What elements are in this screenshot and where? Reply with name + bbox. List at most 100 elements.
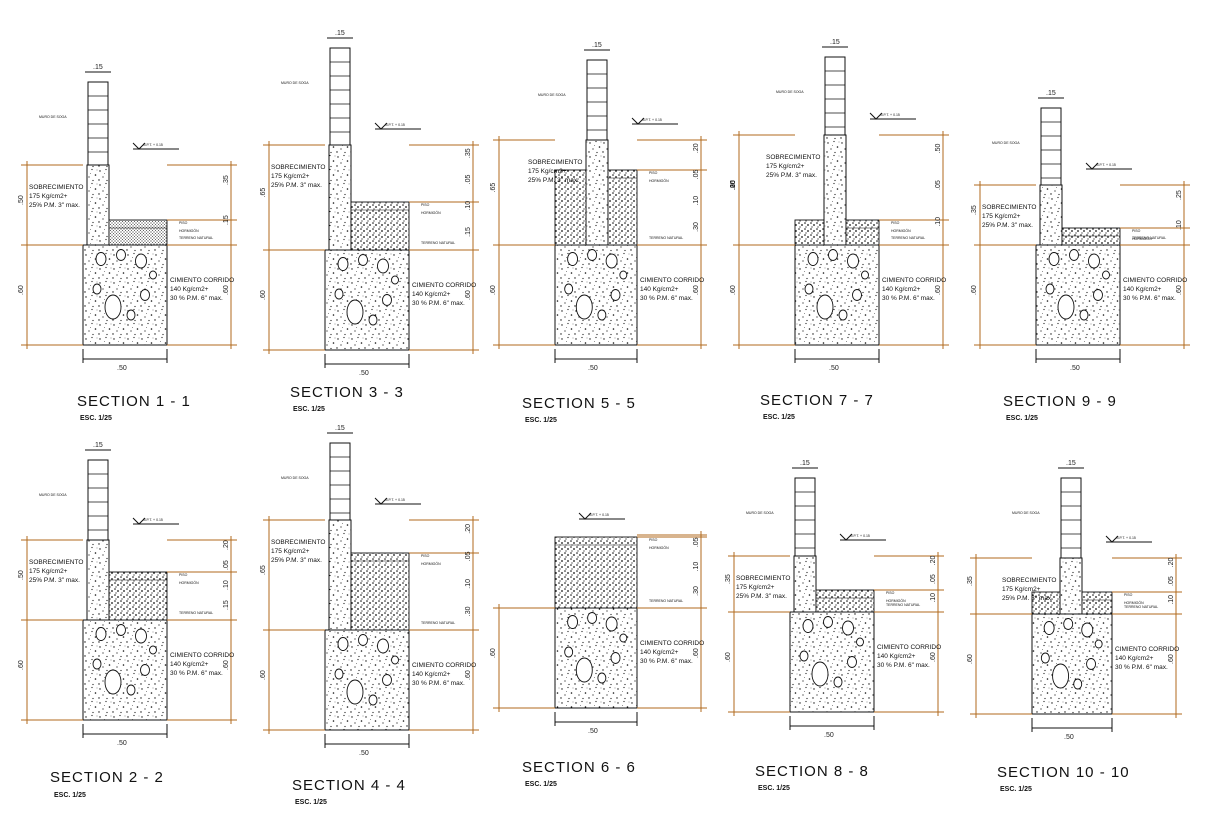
section-title: SECTION 2 - 2	[50, 769, 164, 786]
concrete-sub-note: HORMIGÓN	[421, 561, 441, 566]
wall-width-label: .15	[1046, 90, 1056, 97]
sobrecimiento-note: SOBRECIMIENTO	[736, 575, 790, 582]
left-dim-label-1: .65	[260, 565, 267, 575]
cimiento-corrido-footing	[324, 249, 410, 351]
cimiento-mix-2: 30 % P.M. 6" max.	[640, 658, 693, 665]
section-scale: ESC. 1/25	[1000, 786, 1032, 793]
right-dim-label-1: .05	[693, 537, 700, 547]
boulder-2	[587, 612, 598, 624]
cimiento-mix-2: 30 % P.M. 6" max.	[170, 670, 223, 677]
concrete-sub-note: HORMIGÓN	[649, 178, 669, 183]
right-dim-label-2: .05	[223, 560, 230, 570]
level-marker-icon	[1105, 535, 1119, 543]
cimiento-mix-1: 140 Kg/cm2+	[412, 291, 451, 298]
boulder-8	[1094, 639, 1103, 649]
section-title: SECTION 7 - 7	[760, 392, 874, 409]
section-title: SECTION 8 - 8	[755, 763, 869, 780]
right-dim-label-3: .10	[693, 196, 700, 206]
boulder-7	[126, 309, 136, 321]
brick-wall-note: MURO DE SOGA	[1012, 511, 1040, 515]
level-note: N.P.T. + 0.15	[385, 123, 405, 127]
floor-fill-layer	[108, 571, 168, 621]
brick-wall	[794, 477, 816, 557]
boulder-1	[337, 637, 349, 651]
cimiento-mix-1: 140 Kg/cm2+	[882, 286, 921, 293]
floor-finish-note: PISO	[179, 573, 188, 577]
boulder-2	[823, 616, 833, 628]
boulder-8	[149, 270, 157, 280]
level-note: N.P.T. + 0.15	[1116, 536, 1136, 540]
section-scale: ESC. 1/25	[293, 406, 325, 413]
base-width-label: .50	[117, 365, 127, 372]
level-note: N.P.T. + 0.15	[143, 143, 163, 147]
boulder-1	[1043, 621, 1055, 635]
boulder-4	[92, 658, 102, 670]
boulder-8	[619, 633, 628, 643]
boulder-6	[1057, 294, 1075, 320]
natural-fill-note: TERRENO NATURAL	[421, 621, 455, 625]
right-dim-label-1: .25	[1176, 190, 1183, 200]
sobrecimiento-note: SOBRECIMIENTO	[271, 164, 325, 171]
floor-fill-layer	[607, 169, 638, 246]
level-marker-icon	[631, 117, 645, 125]
boulder-4	[564, 283, 574, 295]
natural-fill-note: TERRENO NATURAL	[1124, 605, 1158, 609]
boulder-1	[807, 252, 819, 266]
boulder-2	[828, 249, 838, 261]
boulder-1	[567, 615, 579, 629]
right-dim-label-2: .05	[465, 175, 472, 185]
section-scale: ESC. 1/25	[525, 781, 557, 788]
boulder-4	[564, 646, 574, 658]
cimiento-corrido-footing	[789, 611, 875, 713]
boulder-5	[382, 294, 392, 306]
sobrecimiento-note: SOBRECIMIENTO	[1002, 577, 1056, 584]
right-dim-label-2: .05	[930, 574, 937, 584]
section-scale: ESC. 1/25	[525, 417, 557, 424]
section-scale: ESC. 1/25	[758, 785, 790, 792]
sobrecimiento-note: SOBRECIMIENTO	[766, 154, 820, 161]
wall-width-label: .15	[1066, 460, 1076, 467]
level-note: N.P.T. + 0.15	[880, 113, 900, 117]
sobrecimiento-mix-1: 175 Kg/cm2+	[736, 584, 775, 591]
boulder-7	[1073, 678, 1083, 690]
level-note: N.P.T. + 0.15	[642, 118, 662, 122]
section-title: SECTION 3 - 3	[290, 384, 404, 401]
right-dim-label-5: .60	[465, 290, 472, 300]
level-note: N.P.T. + 0.15	[143, 518, 163, 522]
section-title: SECTION 10 - 10	[997, 764, 1130, 781]
brick-wall-note: MURO DE SOGA	[776, 90, 804, 94]
right-dim-label-3: .10	[930, 593, 937, 603]
boulder-3	[842, 620, 854, 636]
right-dim-label-5: .60	[223, 660, 230, 670]
right-dim-label-3: .60	[223, 285, 230, 295]
right-dim-label-1: .20	[223, 540, 230, 550]
boulder-3	[377, 638, 389, 654]
right-dim-label-1: .20	[1168, 557, 1175, 567]
right-dim-label-2: .05	[1168, 576, 1175, 586]
floor-finish-note: PISO	[886, 591, 895, 595]
boulder-7	[368, 694, 378, 706]
floor-fill-left	[1031, 591, 1061, 615]
base-width-label: .50	[824, 732, 834, 739]
right-dim-label-4: .60	[930, 652, 937, 662]
floor-fill-layer	[350, 201, 410, 251]
brick-wall-note: MURO DE SOGA	[746, 511, 774, 515]
boulder-8	[861, 270, 869, 280]
boulder-7	[597, 309, 607, 321]
cimiento-mix-2: 30 % P.M. 6" max.	[412, 680, 465, 687]
boulder-2	[116, 249, 126, 261]
left-dim-label-2: .05	[730, 180, 737, 190]
floor-finish-note: PISO	[891, 221, 900, 225]
left-dim-label-2: .60	[260, 290, 267, 300]
left-dim-label-2: .60	[967, 654, 974, 664]
boulder-3	[135, 628, 147, 644]
brick-wall-note: MURO DE SOGA	[538, 93, 566, 97]
boulder-3	[847, 253, 859, 269]
